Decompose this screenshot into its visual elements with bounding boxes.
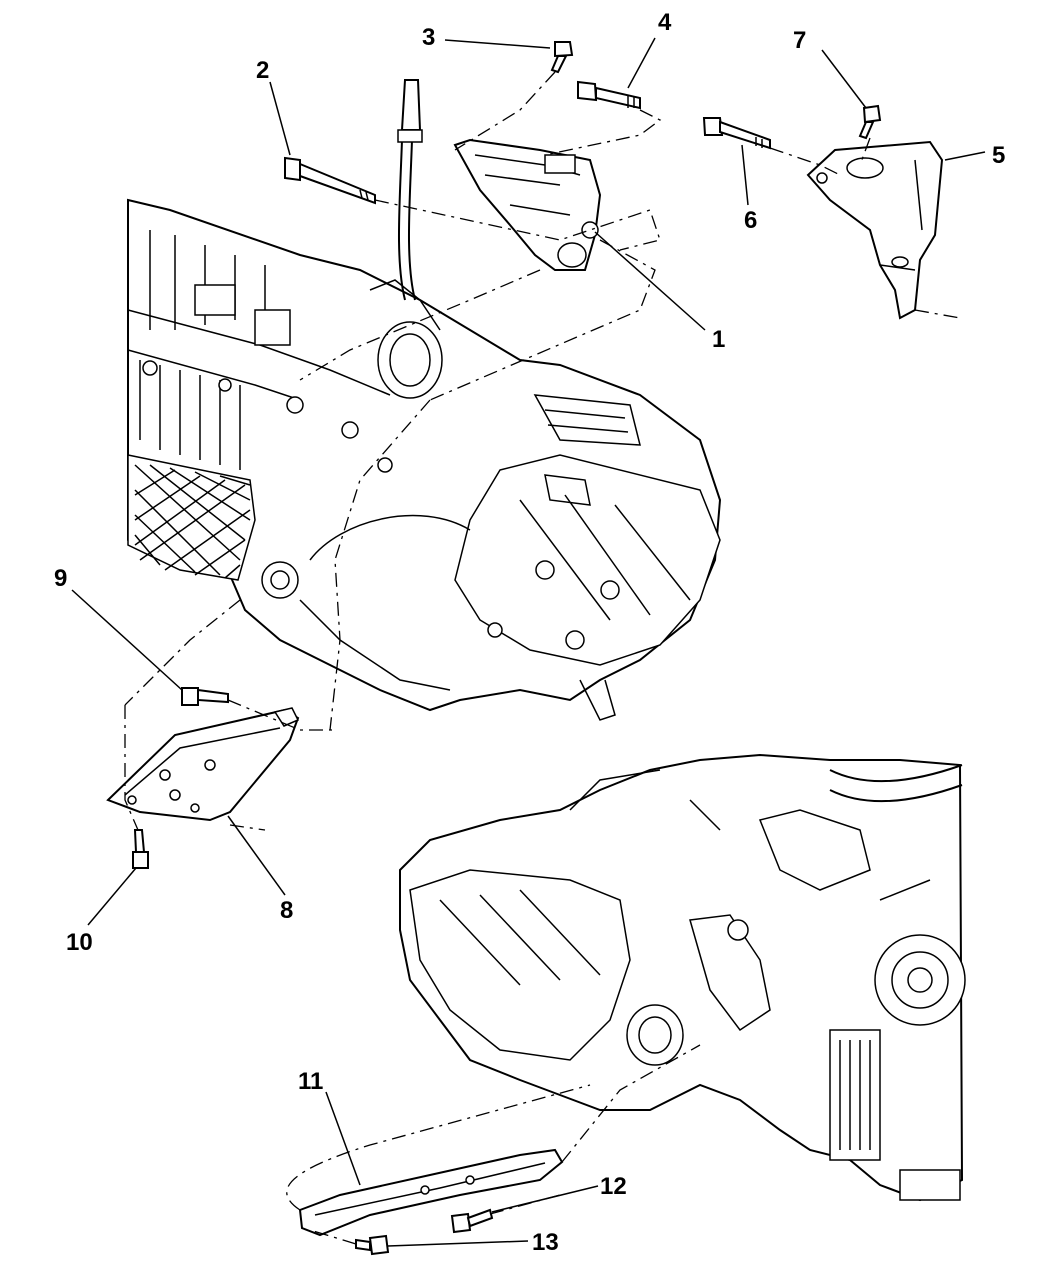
shield-plate-part-8	[106, 707, 300, 822]
callout-7: 7	[793, 27, 806, 54]
bolt-part-9	[181, 687, 229, 706]
callout-8: 8	[280, 897, 293, 924]
bolt-part-4	[577, 80, 641, 110]
callout-13: 13	[532, 1229, 559, 1256]
leader-12	[491, 1185, 599, 1213]
bolt-part-7	[858, 104, 882, 140]
callout-10: 10	[66, 929, 93, 956]
block-ribs	[127, 230, 393, 473]
oil-pan-mesh	[127, 454, 256, 581]
leader-8	[227, 815, 286, 896]
leader-5	[944, 151, 986, 161]
callout-2: 2	[256, 57, 269, 84]
leader-2	[269, 81, 291, 156]
leader-lines	[71, 37, 986, 1247]
bellhousing	[261, 514, 616, 721]
coolant-outlet	[369, 279, 443, 399]
leader-1	[594, 231, 706, 331]
bolt-part-3	[550, 41, 574, 74]
dipstick-tube	[397, 79, 423, 301]
leader-4	[627, 37, 656, 89]
callout-3: 3	[422, 24, 435, 51]
callout-11: 11	[298, 1068, 323, 1095]
leader-7	[821, 49, 867, 109]
leader-11	[325, 1091, 361, 1186]
callout-5: 5	[992, 142, 1005, 169]
leader-3	[444, 39, 551, 49]
bolt-part-2	[284, 156, 376, 205]
leader-6	[741, 144, 749, 206]
transaxle-case	[454, 394, 721, 666]
installation-path-lines	[124, 71, 961, 1245]
callout-4: 4	[658, 9, 672, 36]
lower-shield-part-11	[298, 1148, 564, 1237]
callout-6: 6	[744, 207, 757, 234]
leader-10	[87, 867, 137, 926]
callout-labels: 1 2 3 4 5 6 7 8 9 10 11 12 13	[54, 9, 1005, 1256]
bolt-part-6	[702, 117, 771, 150]
leader-13	[387, 1240, 529, 1247]
bolt-part-10	[132, 829, 149, 869]
callout-9: 9	[54, 565, 67, 592]
bolt-part-13	[355, 1234, 390, 1256]
upper-engine-assembly	[127, 79, 722, 721]
leader-9	[71, 589, 183, 691]
lower-engine-assembly	[399, 753, 966, 1202]
callout-12: 12	[600, 1173, 627, 1200]
callout-1: 1	[712, 326, 725, 353]
mount-bracket-part-1	[453, 138, 602, 271]
bolt-part-12	[450, 1208, 494, 1234]
